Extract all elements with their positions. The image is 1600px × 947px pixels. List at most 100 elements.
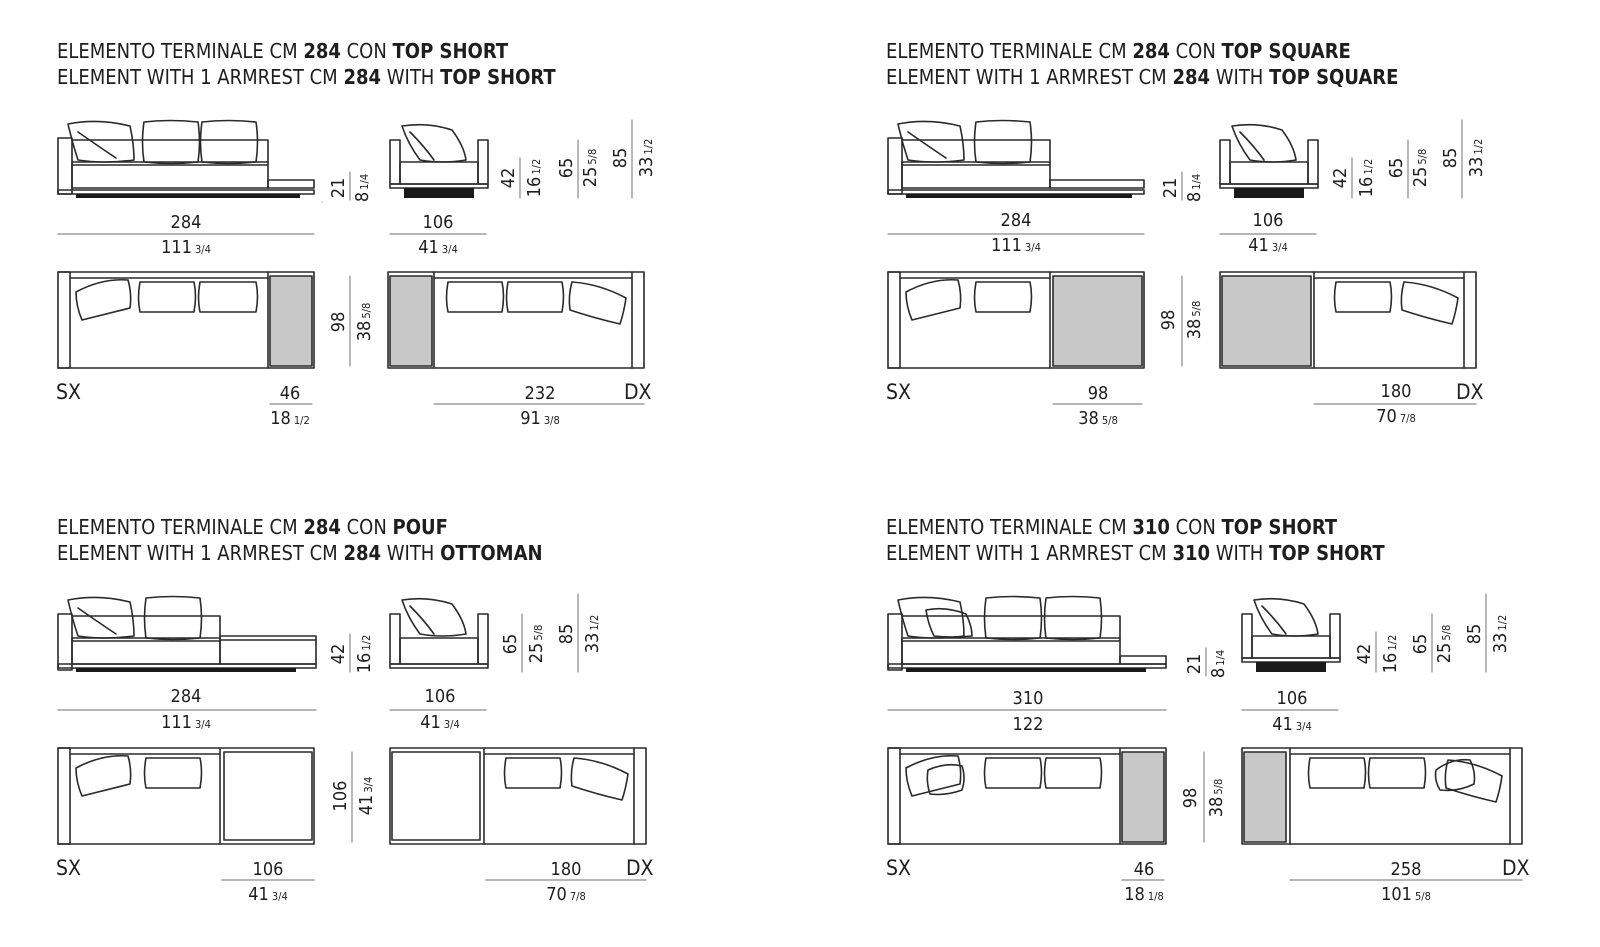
sofa-base [57,663,317,669]
section-2-dimension-lines [887,119,1477,405]
cushion-icon [1400,281,1459,325]
cushion-icon [143,595,203,641]
dim-arm-height-cm: 65 [1386,158,1407,179]
section-4-front-view [887,595,1167,672]
dim-seat-height-cm: 42 [328,644,349,665]
plan-outline [387,271,645,369]
section-title-3: ELEMENTO TERMINALE CM 284 CON POUF ELEME… [57,514,543,566]
pouf-plan [219,747,313,845]
sofa-backrest [901,615,1121,639]
dim-seat-height-in: 161/2 [1356,159,1377,198]
dim-seat-height-cm: 42 [1330,168,1351,189]
section-1-dimension-lines [57,119,645,405]
sofa-seat [901,161,1051,189]
cushion-icon [137,281,197,313]
sofa-seat [901,637,1121,665]
sofa-left-armrest [887,137,903,195]
section-3-plan-view-dx [389,747,647,845]
dim-top-height-in: 81/4 [352,174,373,202]
sofa-base [887,663,1167,669]
dim-front-width-in: 122 [1013,714,1044,735]
dim-right-part-cm: 180 [551,859,582,880]
top-square-plan [1052,275,1143,367]
dim-arm-height-cm: 65 [556,158,577,179]
sofa-seat [71,637,221,665]
dim-right-part-cm: 258 [1391,859,1422,880]
side-seat [399,637,479,665]
title-italian: ELEMENTO TERMINALE CM 284 CON POUF [57,515,448,539]
sofa-plinth [76,194,300,198]
dim-right-part-cm: 232 [525,383,556,404]
section-title-4: ELEMENTO TERMINALE CM 310 CON TOP SHORT … [886,514,1385,566]
cushion-icon [199,119,259,165]
dim-back-height-in: 331/2 [1466,139,1487,178]
dim-right-part-cm: 180 [1381,381,1412,402]
cushion-icon [925,607,973,638]
section-4-plan-view-dx [1241,747,1523,845]
title-italian: ELEMENTO TERMINALE CM 284 CON TOP SHORT [57,39,509,63]
cushion-icon [926,763,965,796]
sofa-left-armrest [887,613,903,671]
top-square-panel [1049,179,1145,189]
cushion-icon [503,757,563,789]
cushion-icon [983,757,1043,789]
section-3-side-view [389,597,489,669]
dim-depth-in: 385/8 [354,303,375,342]
plan-armrest [887,747,901,845]
dim-top-height-in: 81/4 [1208,650,1229,678]
cushion-icon [1231,123,1297,163]
cushion-icon [143,757,203,789]
dim-left-part-cm: 106 [253,859,284,880]
dim-back-height-cm: 85 [1464,624,1485,645]
cushion-icon [568,281,627,325]
plan-outline [887,271,1145,369]
cushion-icon [505,281,565,313]
section-2-front-view [887,119,1145,198]
dim-seat-height-in: 161/2 [524,159,545,198]
section-2-side-view [1219,123,1319,198]
section-4-side-view [1241,597,1341,672]
title-english: ELEMENT WITH 1 ARMREST CM 284 WITH TOP S… [886,65,1399,89]
section-1-side-view [389,123,489,198]
plan-outline [389,747,647,845]
cushion-icon [1043,757,1103,789]
dim-left-part-cm: 98 [1088,383,1109,404]
plan-seat-edge [1313,271,1465,369]
cushion-icon [67,120,135,163]
side-seat [1251,635,1331,659]
plan-armrest [57,271,71,369]
cushion-icon [983,595,1043,641]
side-base [389,183,489,189]
label-sx: SX [886,380,911,404]
cushion-icon [1434,758,1476,792]
pouf-plan [391,747,485,845]
side-seat [1229,161,1309,185]
side-armrest [389,613,489,665]
side-base [1219,183,1319,189]
title-english: ELEMENT WITH 1 ARMREST CM 284 WITH OTTOM… [57,541,543,565]
cushion-icon [67,596,135,639]
cushion-icon [197,281,259,313]
sofa-plinth [76,668,296,672]
side-base [389,663,489,669]
label-dx: DX [624,380,652,404]
cushion-icon [1043,595,1103,641]
section-4-plan-view-sx [887,747,1167,845]
label-sx: SX [886,856,911,880]
dim-front-width-cm: 284 [171,686,202,707]
top-short-plan [1121,751,1165,843]
dim-front-width-cm: 284 [1001,210,1032,231]
dim-side-width-cm: 106 [1277,688,1308,709]
dim-seat-height-cm: 42 [1354,644,1375,665]
cushion-icon [141,119,201,165]
